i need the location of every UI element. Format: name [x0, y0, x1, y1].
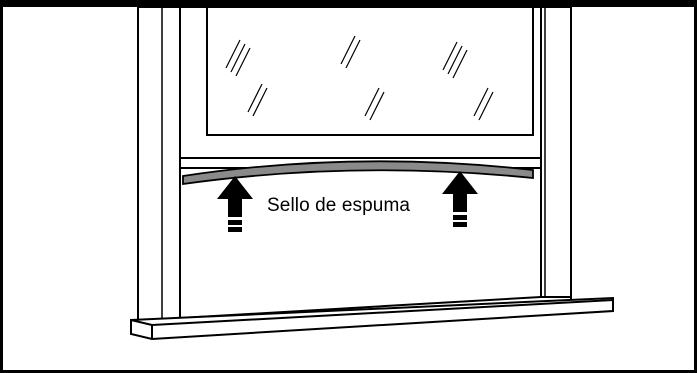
foam-seal-label: Sello de espuma [267, 195, 411, 216]
foam-seal [182, 160, 534, 186]
window-sash [179, 6, 542, 159]
up-arrow-left [217, 176, 253, 232]
top-edge-strip [0, 0, 697, 7]
window-sill [130, 296, 614, 341]
left-window-jamb [137, 6, 181, 326]
glass-reflection-marks [225, 35, 494, 121]
up-arrow-right [442, 171, 478, 227]
right-window-jamb [540, 6, 572, 298]
